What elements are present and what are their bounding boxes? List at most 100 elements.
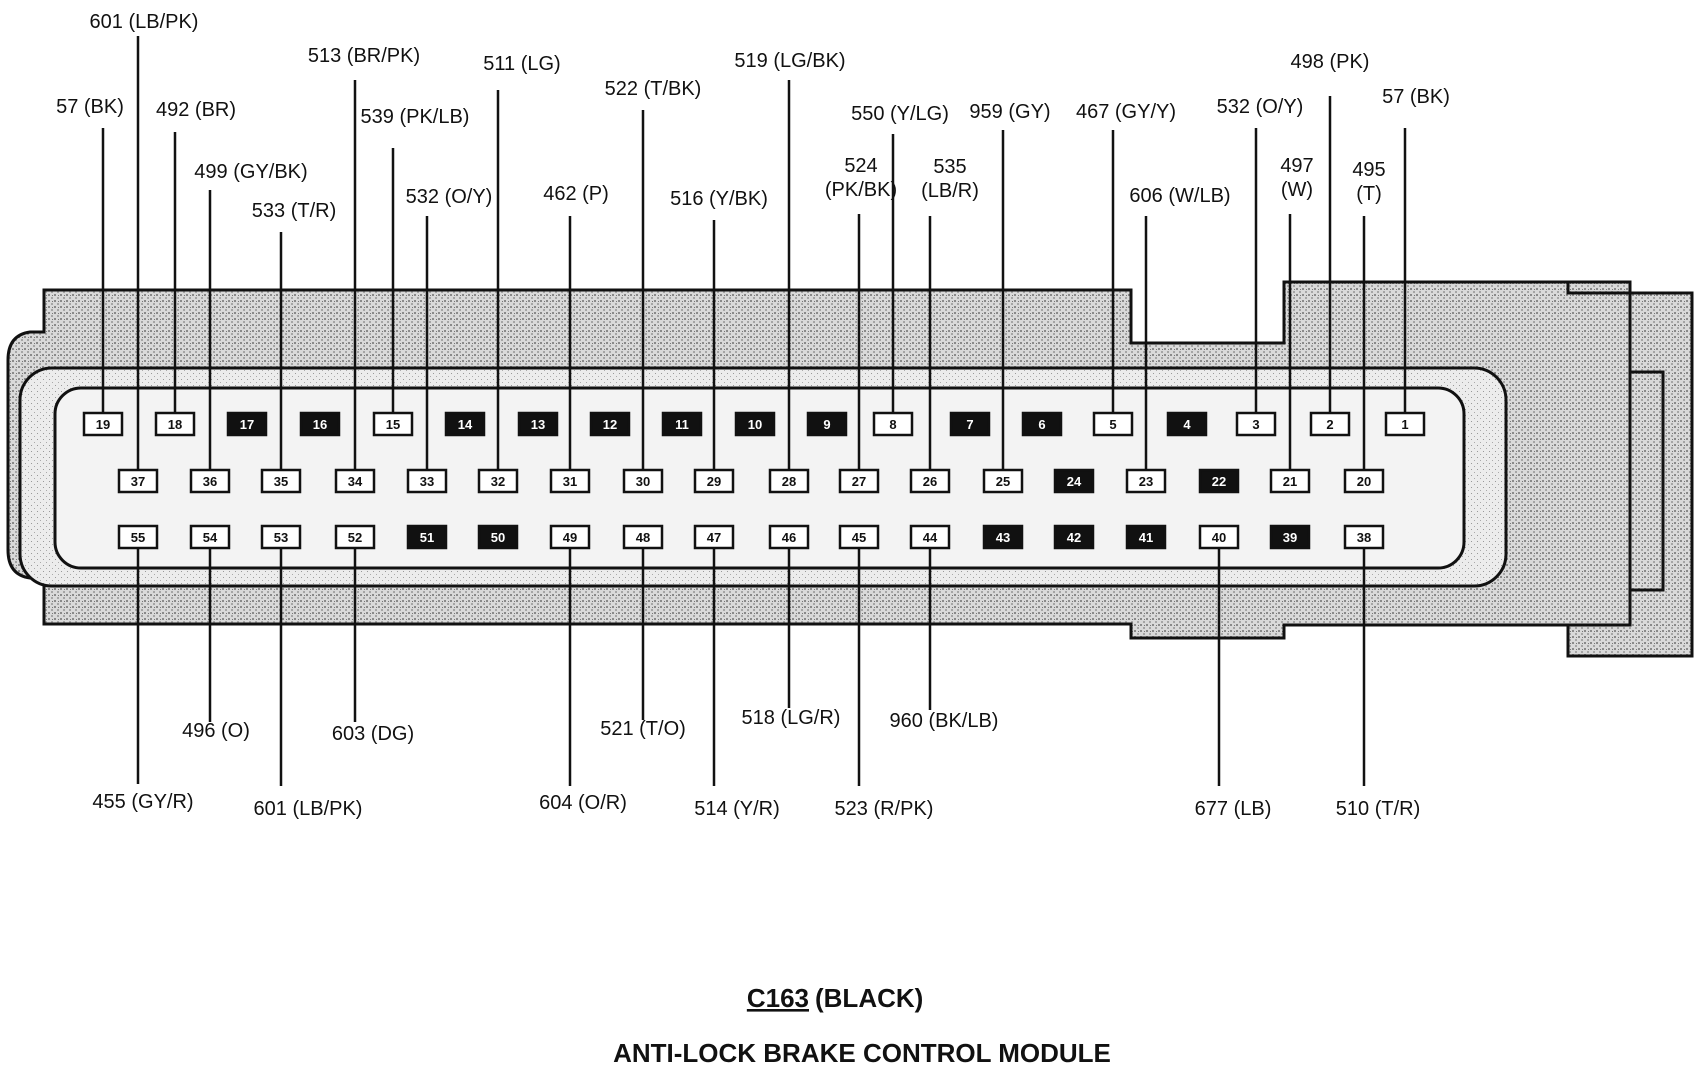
pin-cavity-17 xyxy=(226,411,268,437)
pin-cavity-5 xyxy=(1092,411,1134,437)
wire-label-23: 606 (W/LB) xyxy=(1129,185,1230,207)
pin-51: 51 xyxy=(406,524,448,550)
pin-44: 44 xyxy=(909,524,951,550)
pin-number-37: 37 xyxy=(131,474,145,489)
pin-number-24: 24 xyxy=(1067,474,1082,489)
pin-number-55: 55 xyxy=(131,530,145,545)
pin-26: 26 xyxy=(909,468,951,494)
pin-cavity-2 xyxy=(1309,411,1351,437)
pin-number-29: 29 xyxy=(707,474,721,489)
pin-number-17: 17 xyxy=(240,417,254,432)
pin-cavity-33 xyxy=(406,468,448,494)
pin-number-39: 39 xyxy=(1283,530,1297,545)
pin-cavity-51 xyxy=(406,524,448,550)
pin-cavity-41 xyxy=(1125,524,1167,550)
pin-32: 32 xyxy=(477,468,519,494)
wire-label-47: 514 (Y/R) xyxy=(694,798,780,820)
pin-47: 47 xyxy=(693,524,735,550)
wire-label-20-line-2: (T) xyxy=(1356,183,1382,205)
pin-3: 3 xyxy=(1235,411,1277,437)
wire-label-2: 498 (PK) xyxy=(1291,51,1370,73)
pin-10: 10 xyxy=(734,411,776,437)
pin-cavity-1 xyxy=(1384,411,1426,437)
wire-label-1: 57 (BK) xyxy=(1382,86,1450,108)
pin-number-34: 34 xyxy=(348,474,363,489)
pin-6: 6 xyxy=(1021,411,1063,437)
pin-cavity-20 xyxy=(1343,468,1385,494)
pin-number-2: 2 xyxy=(1326,417,1333,432)
pin-48: 48 xyxy=(622,524,664,550)
wire-label-26-line-2: (LB/R) xyxy=(921,180,979,202)
pin-cavity-28 xyxy=(768,468,810,494)
wire-label-3: 532 (O/Y) xyxy=(1217,96,1304,118)
pin-46: 46 xyxy=(768,524,810,550)
wire-label-32: 511 (LG) xyxy=(483,53,560,75)
pin-38: 38 xyxy=(1343,524,1385,550)
pin-cavity-14 xyxy=(444,411,486,437)
pin-cavity-49 xyxy=(549,524,591,550)
pin-42: 42 xyxy=(1053,524,1095,550)
pin-number-31: 31 xyxy=(563,474,577,489)
wire-label-52: 603 (DG) xyxy=(332,723,414,745)
wire-label-40: 677 (LB) xyxy=(1195,798,1272,820)
pin-35: 35 xyxy=(260,468,302,494)
pin-14: 14 xyxy=(444,411,486,437)
pin-30: 30 xyxy=(622,468,664,494)
pin-cavity-15 xyxy=(372,411,414,437)
pin-36: 36 xyxy=(189,468,231,494)
pin-55: 55 xyxy=(117,524,159,550)
wire-label-33: 532 (O/Y) xyxy=(406,186,493,208)
wire-label-54: 496 (O) xyxy=(182,720,250,742)
pin-number-12: 12 xyxy=(603,417,617,432)
pin-number-48: 48 xyxy=(636,530,650,545)
pin-24: 24 xyxy=(1053,468,1095,494)
pin-53: 53 xyxy=(260,524,302,550)
pin-cavity-50 xyxy=(477,524,519,550)
pin-cavity-3 xyxy=(1235,411,1277,437)
wire-label-5: 467 (GY/Y) xyxy=(1076,101,1176,123)
pin-cavity-26 xyxy=(909,468,951,494)
pin-23: 23 xyxy=(1125,468,1167,494)
wire-label-26-line-1: 535 xyxy=(933,156,966,178)
pin-9: 9 xyxy=(806,411,848,437)
wire-label-25: 959 (GY) xyxy=(969,101,1050,123)
pin-cavity-25 xyxy=(982,468,1024,494)
pin-cavity-40 xyxy=(1198,524,1240,550)
wire-label-44: 960 (BK/LB) xyxy=(890,710,999,732)
pin-number-44: 44 xyxy=(923,530,938,545)
wire-label-20-line-1: 495 xyxy=(1352,159,1385,181)
pin-40: 40 xyxy=(1198,524,1240,550)
wire-label-15: 539 (PK/LB) xyxy=(361,106,470,128)
pin-33: 33 xyxy=(406,468,448,494)
pin-cavity-48 xyxy=(622,524,664,550)
pin-cavity-23 xyxy=(1125,468,1167,494)
pin-50: 50 xyxy=(477,524,519,550)
pin-cavity-54 xyxy=(189,524,231,550)
pin-cavity-31 xyxy=(549,468,591,494)
pin-number-35: 35 xyxy=(274,474,288,489)
pin-cavity-16 xyxy=(299,411,341,437)
pin-52: 52 xyxy=(334,524,376,550)
wire-label-36: 499 (GY/BK) xyxy=(194,161,307,183)
pin-16: 16 xyxy=(299,411,341,437)
pin-17: 17 xyxy=(226,411,268,437)
pin-27: 27 xyxy=(838,468,880,494)
pin-cavity-12 xyxy=(589,411,631,437)
connector-latch-step xyxy=(1630,370,1665,592)
pin-number-19: 19 xyxy=(96,417,110,432)
pin-cavity-4 xyxy=(1166,411,1208,437)
wire-label-21-line-1: 497 xyxy=(1280,155,1313,177)
wire-label-27-line-1: 524 xyxy=(844,155,877,177)
pin-cavity-6 xyxy=(1021,411,1063,437)
pin-number-21: 21 xyxy=(1283,474,1297,489)
pin-number-45: 45 xyxy=(852,530,866,545)
wire-label-27-line-2: (PK/BK) xyxy=(825,179,897,201)
pin-21: 21 xyxy=(1269,468,1311,494)
pin-1: 1 xyxy=(1384,411,1426,437)
pin-number-10: 10 xyxy=(748,417,762,432)
module-name: ANTI-LOCK BRAKE CONTROL MODULE xyxy=(613,1038,1111,1068)
pin-34: 34 xyxy=(334,468,376,494)
pin-number-15: 15 xyxy=(386,417,400,432)
pin-cavity-52 xyxy=(334,524,376,550)
pin-cavity-39 xyxy=(1269,524,1311,550)
